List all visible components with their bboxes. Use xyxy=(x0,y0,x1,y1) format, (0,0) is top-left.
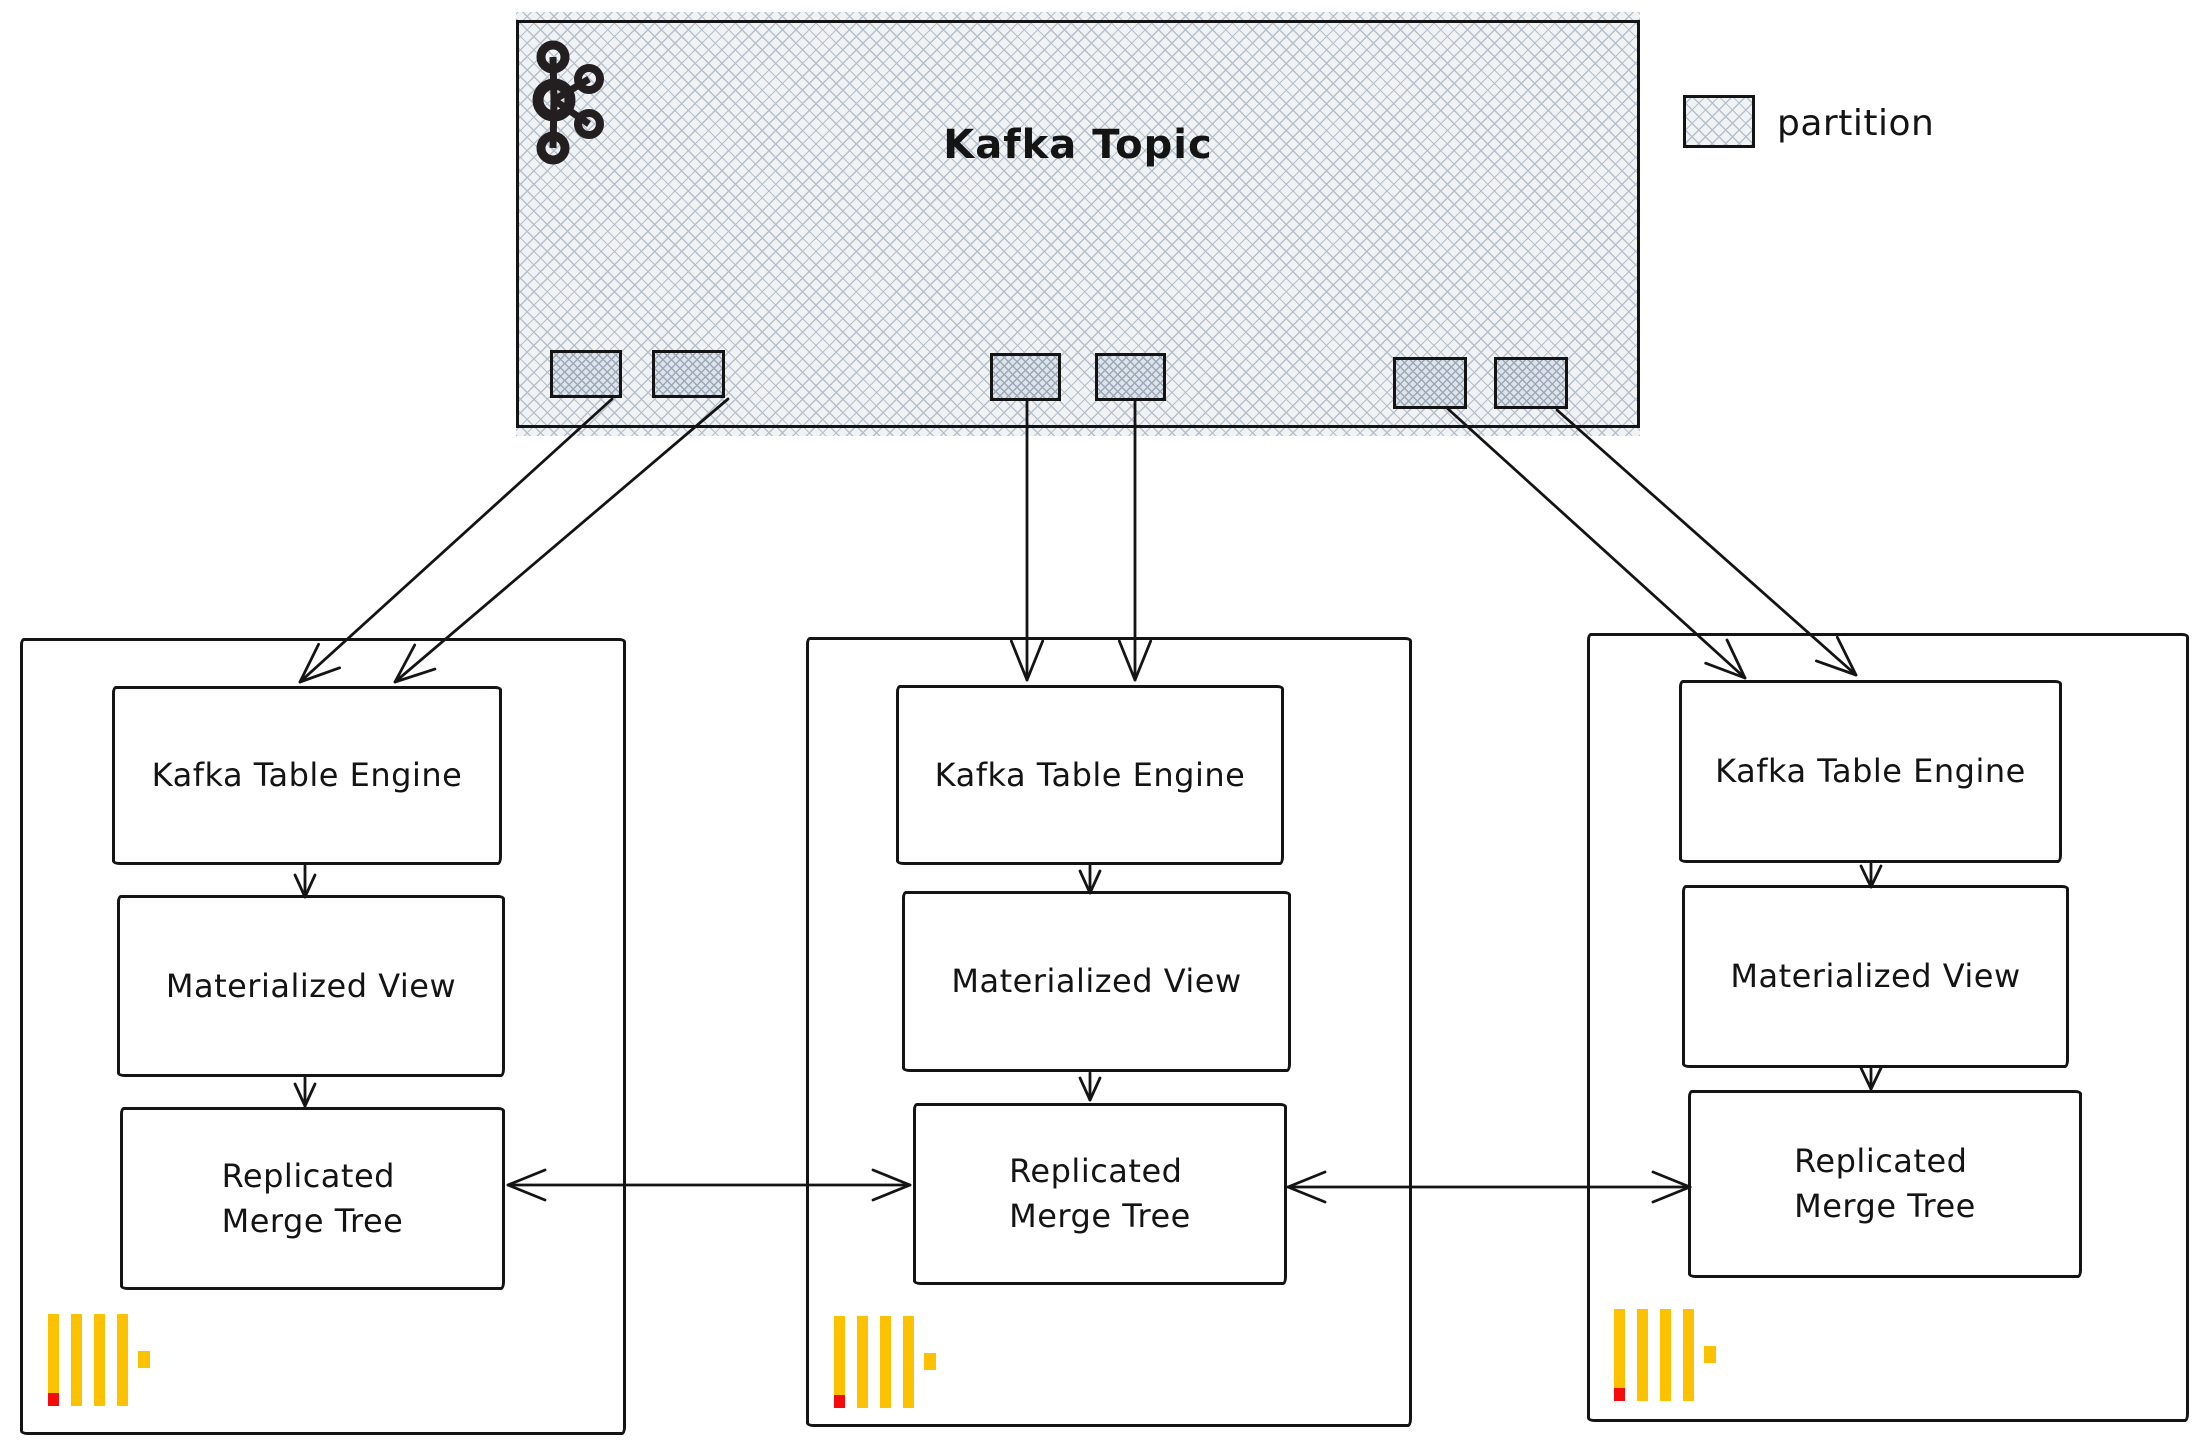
replicated-merge-tree-box-3: Replicated Merge Tree xyxy=(1688,1090,2082,1278)
kafka-table-engine-label: Kafka Table Engine xyxy=(934,755,1246,794)
partition-box-5 xyxy=(1393,357,1467,409)
replicated-merge-tree-box-2: Replicated Merge Tree xyxy=(913,1103,1287,1285)
kafka-table-engine-box-2: Kafka Table Engine xyxy=(896,685,1284,865)
materialized-view-label: Materialized View xyxy=(165,966,457,1005)
materialized-view-label: Materialized View xyxy=(951,962,1242,1001)
partition-box-2 xyxy=(652,350,725,398)
kafka-table-engine-label: Kafka Table Engine xyxy=(1715,752,2026,791)
legend-partition-label: partition xyxy=(1777,103,1935,144)
replicated-merge-tree-label: Replicated Merge Tree xyxy=(1794,1142,1976,1225)
kafka-table-engine-box-1: Kafka Table Engine xyxy=(112,686,502,865)
kafka-table-engine-label: Kafka Table Engine xyxy=(151,756,463,795)
replicated-merge-tree-label: Replicated Merge Tree xyxy=(221,1156,404,1240)
clickhouse-logo-icon-1 xyxy=(48,1314,150,1406)
kafka-topic-label: Kafka Topic xyxy=(943,122,1213,168)
clickhouse-node-3 xyxy=(1587,633,2189,1422)
materialized-view-box-1: Materialized View xyxy=(117,895,505,1077)
partition-box-3 xyxy=(990,353,1061,401)
partition-box-4 xyxy=(1095,353,1166,401)
replicated-merge-tree-label: Replicated Merge Tree xyxy=(1009,1152,1191,1235)
kafka-topic-outline xyxy=(516,20,1640,428)
clickhouse-logo-icon-2 xyxy=(834,1316,936,1408)
clickhouse-node-2 xyxy=(806,637,1412,1427)
replicated-merge-tree-box-1: Replicated Merge Tree xyxy=(120,1107,505,1290)
materialized-view-box-2: Materialized View xyxy=(902,891,1291,1072)
materialized-view-box-3: Materialized View xyxy=(1682,885,2069,1068)
kafka-logo-icon xyxy=(532,40,604,165)
partition-box-6 xyxy=(1494,357,1568,409)
kafka-table-engine-box-3: Kafka Table Engine xyxy=(1679,680,2062,863)
clickhouse-logo-icon-3 xyxy=(1614,1309,1716,1401)
partition-box-1 xyxy=(550,350,622,398)
materialized-view-label: Materialized View xyxy=(1730,957,2021,996)
legend-partition-swatch xyxy=(1683,95,1755,148)
